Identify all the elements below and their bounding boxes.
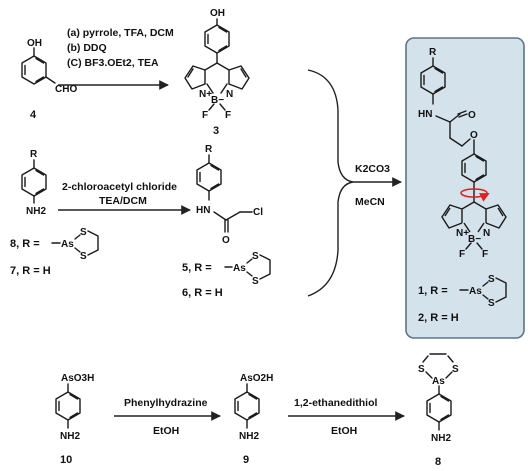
svg-text:S: S — [252, 276, 259, 287]
o-ether-product: O — [470, 130, 478, 141]
aso2h-label: AsO2H — [240, 373, 273, 384]
dithiarsolane-5: As S S — [224, 251, 271, 287]
fluorine-product-a: F — [459, 249, 465, 260]
svg-text:As: As — [61, 239, 74, 250]
cho-label: CHO — [55, 84, 77, 95]
compound-3: OH N+ B− N F F 3 — [184, 8, 250, 137]
compound-9: AsO2H NH2 9 — [234, 373, 273, 466]
condition-k2co3: K2CO3 — [355, 163, 390, 175]
merge-brace — [307, 69, 354, 297]
condition-etoh-1: EtOH — [153, 425, 179, 437]
svg-text:S: S — [80, 251, 87, 262]
compound-10: AsO3H NH2 10 — [55, 373, 94, 466]
aso3h-label: AsO3H — [61, 373, 94, 384]
condition-phenylhydrazine: Phenylhydrazine — [124, 397, 208, 409]
condition-b: (b) DDQ — [67, 42, 107, 54]
condition-a: (a) pyrrole, TFA, DCM — [67, 27, 174, 39]
cl-label: Cl — [253, 207, 263, 218]
condition-chloroacetyl: 2-chloroacetyl chloride — [62, 181, 177, 193]
compound-number-10: 10 — [60, 454, 72, 466]
condition-tea-dcm: TEA/DCM — [99, 195, 147, 207]
svg-text:S: S — [488, 274, 495, 285]
condition-mecn: MeCN — [355, 196, 385, 208]
svg-text:S: S — [452, 364, 459, 375]
n-3: N — [226, 89, 233, 100]
compound-number-4: 4 — [30, 109, 37, 121]
condition-etoh-2: EtOH — [331, 425, 357, 437]
svg-text:S: S — [488, 298, 495, 309]
product-panel — [405, 37, 525, 339]
condition-ethanedithiol: 1,2-ethanedithiol — [294, 397, 378, 409]
rotation-indicator — [460, 188, 488, 198]
boron-product: B− — [468, 234, 481, 245]
compound-7-8: R NH2 8, R = 7, R = H — [10, 149, 51, 277]
compound-number-9: 9 — [243, 454, 249, 466]
svg-text:As: As — [469, 286, 482, 297]
compound-number-8: 8 — [435, 456, 441, 468]
label-5: 5, R = — [182, 262, 212, 274]
o-label-amide: O — [222, 235, 230, 246]
fluorine-product-b: F — [482, 249, 488, 260]
hn-label-amide: HN — [196, 205, 210, 216]
svg-text:As: As — [233, 263, 246, 274]
compound-8: S S As NH2 8 — [418, 353, 459, 468]
r-label-aniline: R — [30, 149, 38, 160]
hn-label-product: HN — [418, 109, 432, 120]
label-2: 2, R = H — [418, 312, 459, 324]
r-label-amide: R — [205, 144, 213, 155]
compound-number-3: 3 — [213, 125, 219, 137]
condition-c: (C) BF3.OEt2, TEA — [67, 57, 159, 69]
svg-text:S: S — [80, 227, 87, 238]
label-6: 6, R = H — [182, 287, 223, 299]
nh2-label-10: NH2 — [60, 431, 80, 442]
dithiarsolane-8: As S S — [51, 227, 99, 262]
oh-label-3: OH — [210, 8, 225, 19]
nh2-label-8: NH2 — [431, 433, 451, 444]
oh-label: OH — [27, 38, 42, 49]
o-carbonyl-product: O — [468, 110, 476, 121]
label-7: 7, R = H — [10, 265, 51, 277]
nh2-label-aniline: NH2 — [26, 206, 46, 217]
compound-4: OH CHO 4 — [21, 38, 77, 121]
fluorine-3b: F — [225, 110, 231, 121]
as-label-8: As — [432, 376, 445, 387]
dithiarsolane-1: As S S — [459, 274, 507, 309]
label-8: 8, R = — [10, 238, 40, 250]
svg-text:S: S — [418, 364, 425, 375]
nh2-label-9: NH2 — [239, 431, 259, 442]
svg-text:S: S — [252, 251, 259, 262]
fluorine-3a: F — [202, 110, 208, 121]
label-1: 1, R = — [418, 285, 448, 297]
bodipy-core-green — [441, 201, 507, 233]
n-product: N — [483, 228, 490, 239]
r-label-product: R — [429, 47, 437, 58]
boron-3: B− — [211, 95, 224, 106]
n-plus-product: N+ — [456, 228, 469, 239]
compound-5-6: R HN Cl O 5, R = 6, R = H — [182, 144, 263, 299]
compound-1-2: R HN O O — [418, 47, 507, 324]
n-plus-3: N+ — [199, 89, 212, 100]
